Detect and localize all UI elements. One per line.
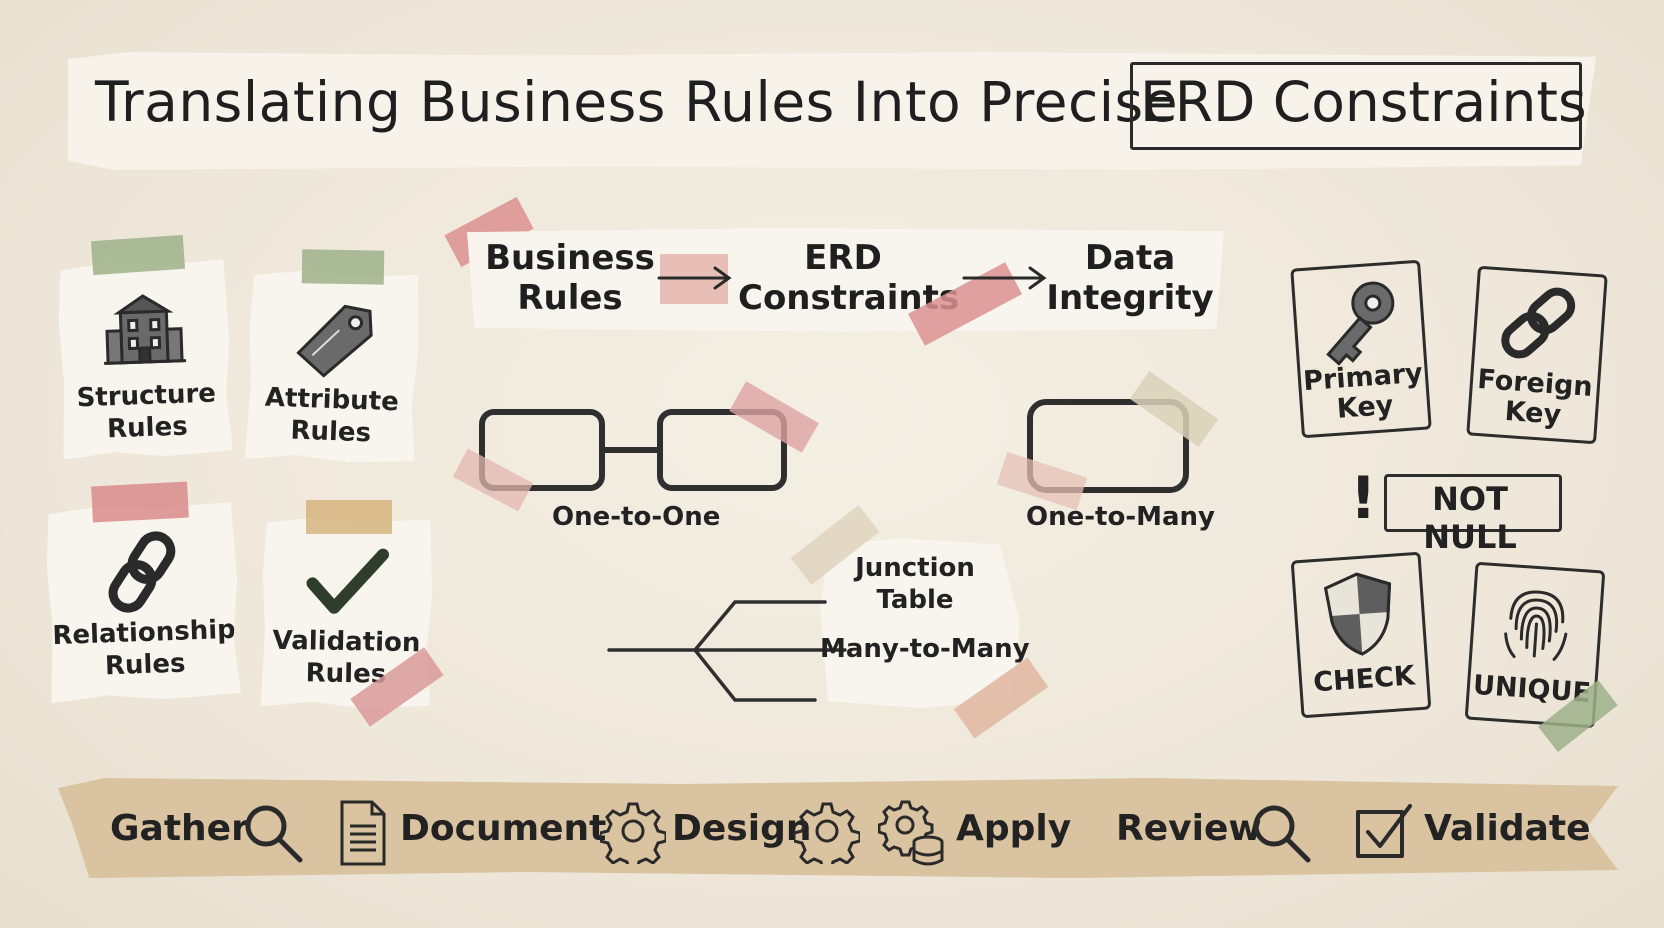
- rule-card-attribute: Attribute Rules: [245, 269, 422, 465]
- fingerprint-icon: [1504, 590, 1568, 661]
- tape-green: [90, 234, 186, 276]
- step-design: Design: [672, 808, 812, 849]
- magnifier-icon: [245, 805, 303, 863]
- arrow-icon: [962, 266, 1047, 290]
- chain-link-icon: [95, 525, 188, 618]
- one-to-one-label: One-to-One: [552, 502, 721, 532]
- not-null-exclamation-icon: !: [1350, 464, 1377, 532]
- step-apply: Apply: [956, 808, 1072, 849]
- chain-link-icon: [1501, 287, 1576, 359]
- one-to-many-label: One-to-Many: [1026, 502, 1215, 532]
- primary-key-stamp: Primary Key: [1290, 259, 1432, 439]
- junction-table-card: [820, 538, 1020, 708]
- tape-tan: [306, 500, 392, 534]
- title-highlight-box: [1130, 62, 1582, 150]
- unique-stamp: UNIQUE: [1464, 561, 1606, 729]
- tape-pink: [91, 481, 189, 523]
- rule-card-relationship: Relationship Rules: [45, 502, 242, 704]
- page-title: Translating Business Rules Into Precise: [95, 70, 1179, 134]
- step-validate: Validate: [1424, 808, 1591, 849]
- checkbox-icon: [1356, 804, 1412, 858]
- tape-green: [301, 249, 385, 285]
- rule-card-label-line2: Rules: [104, 648, 186, 682]
- rule-card-structure: Structure Rules: [57, 259, 234, 460]
- magnifier-icon: [1253, 805, 1311, 863]
- gear-icon: [794, 802, 860, 864]
- step-document: Document: [400, 808, 607, 849]
- building-icon: [98, 288, 191, 371]
- many-to-many-crowsfoot: [607, 600, 847, 702]
- gear-database-icon: [878, 800, 944, 866]
- step-gather: Gather: [110, 808, 249, 849]
- title-banner: [68, 52, 1596, 170]
- not-null-stamp: [1384, 474, 1562, 532]
- rule-card-label-line2: Rules: [289, 415, 372, 449]
- gear-icon: [600, 802, 666, 864]
- one-to-one-diagram: [479, 409, 787, 491]
- step-review: Review: [1116, 808, 1262, 849]
- flow-strip: [467, 228, 1224, 332]
- shield-icon: [1323, 572, 1392, 656]
- tag-icon: [288, 292, 381, 380]
- rule-card-label-line2: Rules: [106, 411, 189, 445]
- many-to-many-label: Many-to-Many: [820, 634, 1030, 664]
- page-title-highlight: ERD Constraints: [1140, 70, 1587, 134]
- key-icon: [1326, 281, 1395, 366]
- check-stamp: CHECK: [1290, 551, 1432, 719]
- document-icon: [340, 800, 386, 866]
- foreign-key-stamp: Foreign Key: [1466, 265, 1608, 445]
- not-null-label: NOT NULL: [1423, 480, 1517, 556]
- one-to-many-diagram: [1027, 399, 1189, 493]
- arrow-icon: [657, 266, 732, 290]
- rule-card-label-line1: Validation: [272, 625, 421, 659]
- rule-card-validation: Validation Rules: [260, 517, 433, 710]
- checkmark-icon: [302, 541, 393, 623]
